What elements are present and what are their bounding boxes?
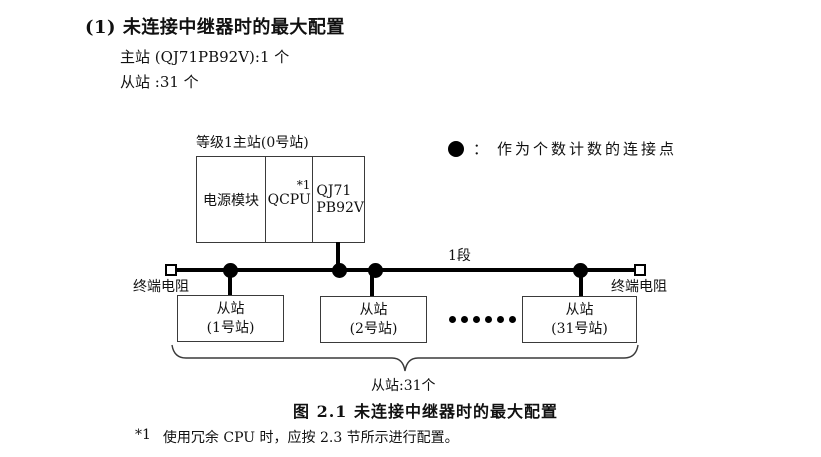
terminating-resistor-left-icon: [165, 264, 177, 276]
master-station-label: 等级1主站(0号站): [196, 135, 309, 151]
ellipsis-dot: [461, 316, 468, 323]
slave31-drop-line: [579, 270, 583, 297]
bus-line: [177, 268, 635, 272]
connection-point-dot: [332, 263, 347, 278]
terminating-resistor-right-icon: [634, 264, 646, 276]
segment-label: 1段: [448, 248, 471, 264]
slave-title: 从站: [359, 302, 388, 319]
slave-station-number: (1号站): [206, 319, 255, 336]
ellipsis-dot: [449, 316, 456, 323]
slave-count-line: 从站 :31 个: [120, 73, 199, 91]
slave2-drop-line: [370, 270, 374, 297]
network-module-cell: QJ71 PB92V: [313, 157, 364, 242]
master-station-box: 电源模块 *1 QCPU QJ71 PB92V: [196, 156, 365, 243]
ellipsis-dot: [485, 316, 492, 323]
slave-station-box: 从站 (2号站): [320, 296, 427, 343]
ellipsis-dots: [449, 316, 516, 323]
slave-title: 从站: [216, 301, 245, 318]
footnote-marker: *1: [135, 427, 151, 443]
slave-title: 从站: [565, 302, 594, 319]
terminating-resistor-left-label: 终端电阻: [133, 279, 189, 295]
section-heading: (1) 未连接中继器时的最大配置: [85, 17, 345, 38]
footnote-text: 使用冗余 CPU 时，应按 2.3 节所示进行配置。: [162, 430, 459, 446]
master-drop-line: [336, 242, 340, 270]
qcpu-module-cell: *1 QCPU: [266, 157, 314, 242]
slave-station-box: 从站 (31号站): [522, 296, 637, 343]
legend-text: 作为个数计数的连接点: [497, 140, 678, 158]
power-module-label: 电源模块: [203, 192, 260, 209]
footnote: *1 使用冗余 CPU 时，应按 2.3 节所示进行配置。: [135, 427, 459, 447]
legend: ： 作为个数计数的连接点: [448, 138, 677, 159]
master-count-line: 主站 (QJ71PB92V):1 个: [120, 48, 290, 66]
qcpu-module-label: QCPU: [267, 191, 311, 208]
slave-total-label: 从站:31个: [371, 378, 436, 394]
power-module-cell: 电源模块: [197, 157, 267, 242]
qcpu-footnote-marker: *1: [296, 178, 311, 192]
network-module-label-line2: PB92V: [316, 199, 364, 216]
terminating-resistor-right-label: 终端电阻: [611, 279, 667, 295]
network-module-label-line1: QJ71: [316, 183, 352, 200]
slave-station-number: (31号站): [551, 320, 608, 337]
connection-point-icon: [448, 140, 464, 157]
slave-count-brace: [171, 344, 639, 372]
legend-separator: ：: [473, 140, 489, 158]
ellipsis-dot: [509, 316, 516, 323]
figure-caption: 图 2.1 未连接中继器时的最大配置: [293, 402, 558, 421]
ellipsis-dot: [473, 316, 480, 323]
slave1-drop-line: [228, 270, 232, 296]
ellipsis-dot: [497, 316, 504, 323]
slave-station-box: 从站 (1号站): [177, 295, 284, 342]
slave-station-number: (2号站): [349, 320, 398, 337]
